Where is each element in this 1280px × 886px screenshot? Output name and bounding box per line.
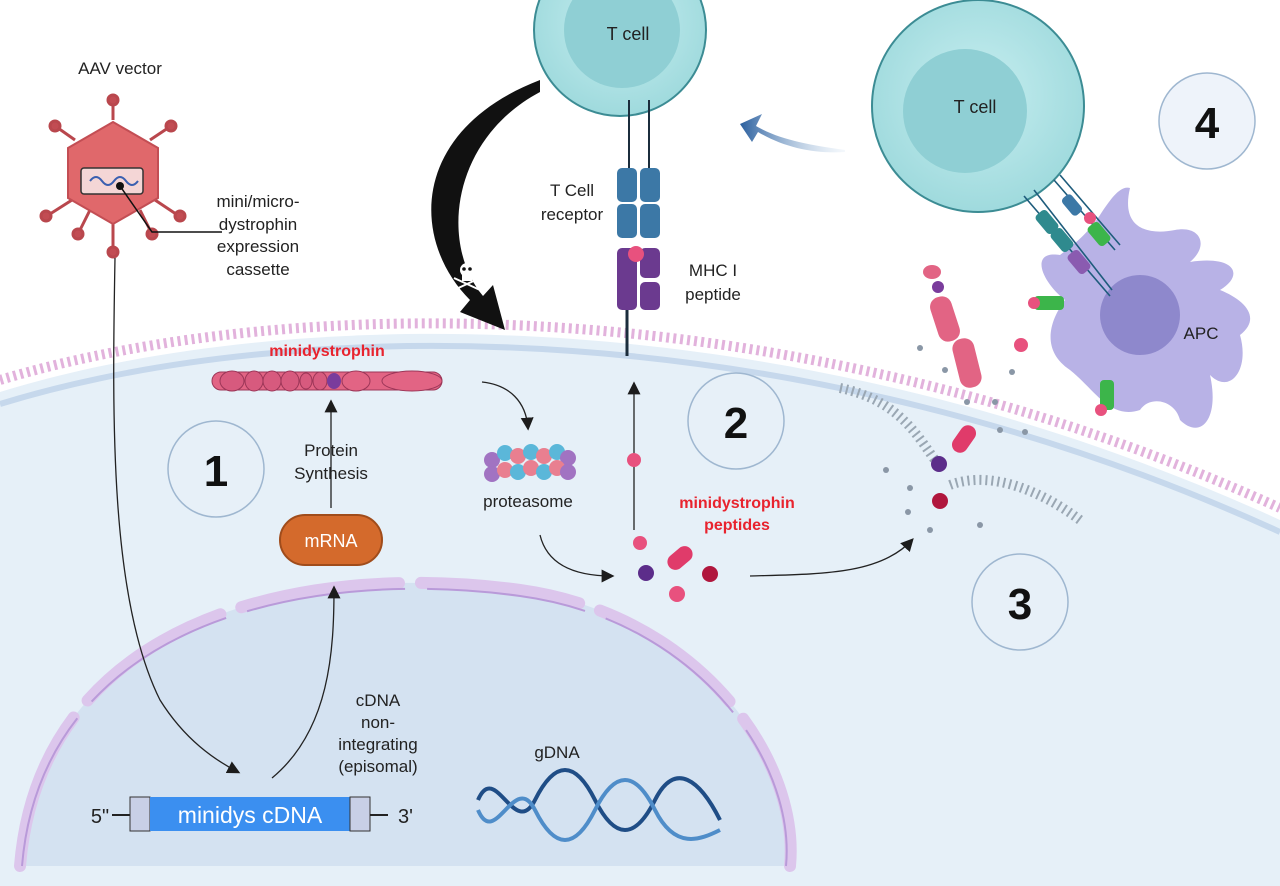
svg-text:2: 2 [724,399,748,448]
cdna-note: cDNA non- integrating (episomal) [338,691,417,776]
minidystrophin-peptides: minidystrophin peptides [633,495,795,602]
released-peptides [883,265,1028,533]
tcell-right-label: T cell [954,97,997,117]
skull-crossbones-icon [453,263,481,291]
minidystrophin-protein: minidystrophin [211,343,443,392]
mrna-label: mRNA [305,531,358,551]
step-2: 2 [687,372,785,470]
svg-text:minidystrophin: minidystrophin [679,495,795,512]
svg-text:peptides: peptides [704,517,770,534]
svg-text:integrating: integrating [338,735,417,754]
svg-text:3: 3 [1008,580,1032,629]
tcell-right: T cell [871,0,1085,213]
five-prime-label: 5" [91,806,109,828]
svg-text:cDNA: cDNA [356,691,401,710]
step-4: 4 [1158,72,1256,170]
nucleus [14,576,797,872]
minidys-cdna-label: minidys cDNA [178,802,323,828]
svg-text:dystrophin: dystrophin [219,215,297,234]
svg-text:4: 4 [1195,99,1220,148]
svg-text:1: 1 [204,447,228,496]
membrane-opening [838,383,1083,525]
peptide-release-arrow [539,534,615,583]
apc-label: APC [1184,324,1219,343]
gdna-label: gDNA [534,743,580,762]
three-prime-label: 3' [398,806,413,828]
apc: APC [1028,187,1251,428]
svg-text:receptor: receptor [541,205,604,224]
mrna: mRNA [279,514,383,566]
svg-text:expression: expression [217,237,299,256]
mhc-label: MHC I peptide [685,261,741,304]
transcription-arrow [271,585,341,779]
step-3: 3 [971,553,1069,651]
gdna: gDNA [476,743,722,842]
minidystrophin-label: minidystrophin [269,343,385,360]
svg-text:(episomal): (episomal) [338,757,417,776]
tcell-top-label: T cell [607,24,650,44]
mhc-loading-path [627,381,641,530]
tcr-apc-synapse [1023,174,1121,297]
cytotoxic-arrow [431,80,540,330]
svg-text:peptide: peptide [685,285,741,304]
cdna-construct: 5" 3' minidys cDNA [91,796,413,832]
svg-text:non-: non- [361,713,395,732]
tcr-label: T Cell receptor [541,181,604,224]
degradation-arrow [481,381,534,431]
delivery-arrow [113,257,241,774]
protein-synthesis-label: Protein Synthesis [294,441,368,483]
proteasome-label: proteasome [483,492,573,511]
secretion-arrow [749,538,914,577]
svg-text:Protein: Protein [304,441,358,460]
step-1: 1 [167,420,265,518]
tcr-mhc-complex [617,100,660,356]
cassette-label: mini/micro- dystrophin expression casset… [216,192,299,279]
svg-text:T Cell: T Cell [550,181,594,200]
recruitment-arrow [740,114,845,153]
aav-vector-label: AAV vector [78,59,162,78]
svg-text:mini/micro-: mini/micro- [216,192,299,211]
svg-text:Synthesis: Synthesis [294,464,368,483]
tcell-top: T cell [533,0,707,117]
aav-vector: AAV vector [39,59,222,259]
proteasome: proteasome [483,444,576,511]
svg-text:MHC I: MHC I [689,261,737,280]
svg-text:cassette: cassette [226,260,289,279]
